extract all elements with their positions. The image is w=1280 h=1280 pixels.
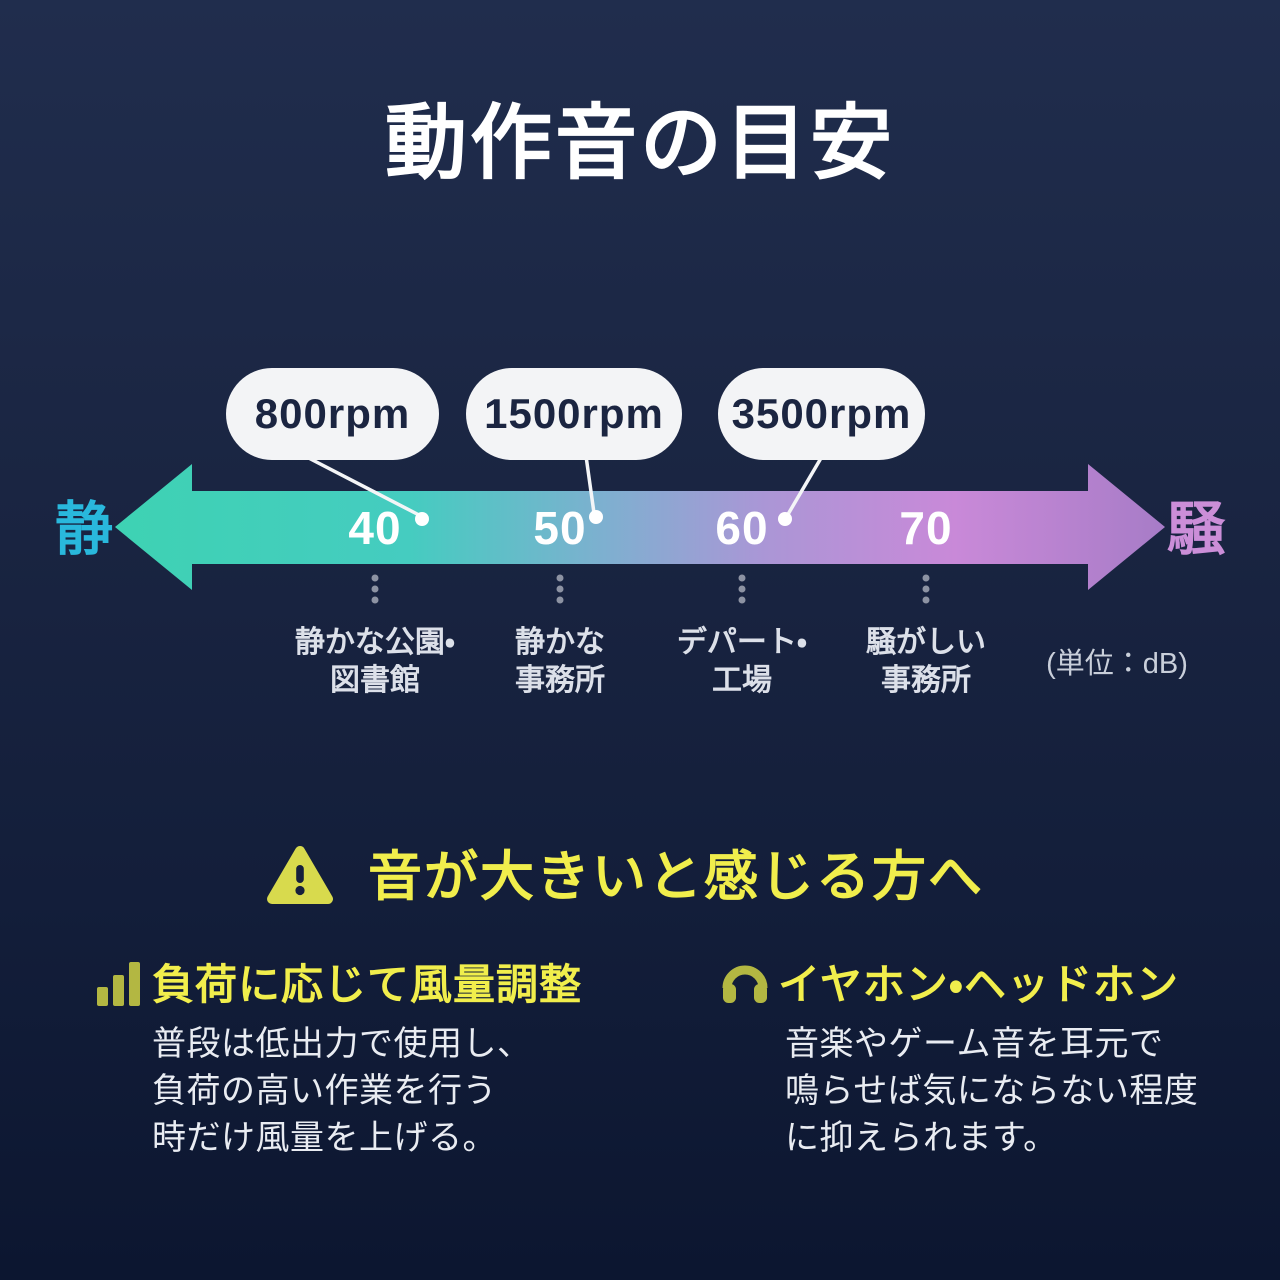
db-tick-50: 50 bbox=[533, 502, 587, 554]
advice-item-title-airflow: 負荷に応じて風量調整 bbox=[152, 961, 583, 1008]
body-line: 普段は低出力で使用し、 bbox=[152, 1025, 532, 1063]
noisy-end-label: 騒 bbox=[1166, 497, 1225, 562]
advice-heading: 音が大きいと感じる方へ bbox=[368, 847, 984, 907]
body-line: 音楽やゲーム音を耳元で bbox=[785, 1025, 1164, 1063]
body-line: 鳴らせば気にならない程度 bbox=[785, 1072, 1199, 1110]
headphones-icon bbox=[722, 965, 768, 1003]
db-tick-40: 40 bbox=[348, 502, 402, 554]
rpm-pill-800: 800rpm bbox=[226, 368, 439, 460]
tick-description-line: 事務所 bbox=[515, 664, 605, 697]
body-line: 時だけ風量を上げる。 bbox=[152, 1119, 497, 1157]
rpm-pill-3500: 3500rpm bbox=[718, 368, 925, 460]
db-tick-60: 60 bbox=[715, 502, 769, 554]
quiet-end-label: 静 bbox=[54, 497, 113, 562]
db-tick-70: 70 bbox=[899, 502, 953, 554]
tick-description-40: 静かな公園・ 図書館 bbox=[235, 624, 515, 700]
warning-icon bbox=[267, 846, 333, 904]
advice-item-body-airflow: 普段は低出力で使用し、 負荷の高い作業を行う 時だけ風量を上げる。 bbox=[152, 1021, 532, 1162]
tick-description-60: デパート・ 工場 bbox=[602, 624, 882, 700]
tick-description-line: 静かな公園・ bbox=[294, 626, 456, 659]
body-line: に抑えられます。 bbox=[785, 1119, 1058, 1157]
tick-description-line: 事務所 bbox=[881, 664, 971, 697]
tick-description-70: 騒がしい 事務所 bbox=[786, 624, 1066, 700]
tick-description-line: 騒がしい bbox=[866, 626, 986, 659]
tick-description-50: 静かな 事務所 bbox=[420, 624, 700, 700]
rpm-pill-1500: 1500rpm bbox=[466, 368, 682, 460]
db-gradient-arrow bbox=[115, 464, 1165, 590]
unit-note: (単位：dB) bbox=[1046, 648, 1188, 680]
bar-chart-icon bbox=[97, 962, 140, 1006]
tick-dotted-lines bbox=[371, 574, 930, 604]
tick-description-line: 静かな bbox=[515, 626, 605, 659]
advice-item-body-headphones: 音楽やゲーム音を耳元で 鳴らせば気にならない程度 に抑えられます。 bbox=[785, 1021, 1198, 1162]
page-title: 動作音の目安 bbox=[384, 98, 895, 189]
tick-description-line: 図書館 bbox=[330, 664, 420, 697]
tick-description-line: デパート・ bbox=[676, 626, 808, 659]
advice-item-title-headphones: イヤホン・ヘッドホン bbox=[778, 961, 1180, 1008]
body-line: 負荷の高い作業を行う bbox=[152, 1072, 497, 1110]
tick-description-line: 工場 bbox=[712, 664, 772, 697]
